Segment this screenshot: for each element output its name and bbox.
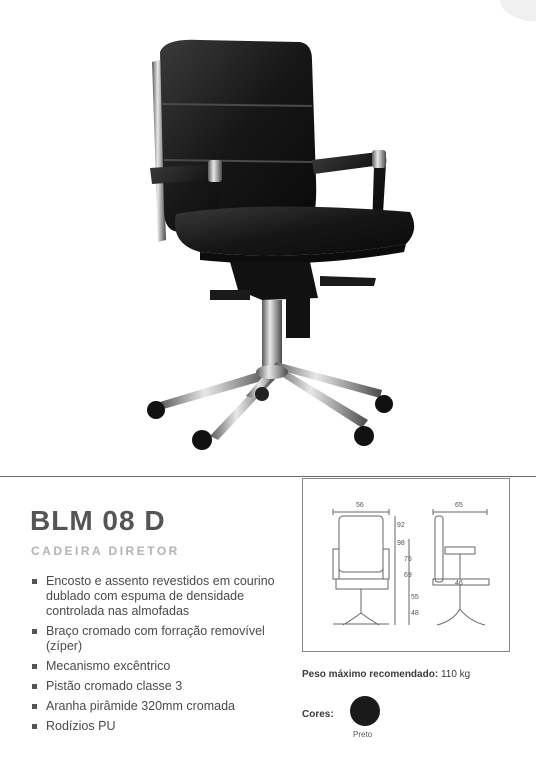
feature-item: Rodízios PU bbox=[30, 719, 280, 734]
feature-item: Pistão cromado classe 3 bbox=[30, 679, 280, 694]
color-swatch-label: Preto bbox=[353, 730, 373, 739]
bullet-icon bbox=[32, 664, 37, 669]
bullet-icon bbox=[32, 579, 37, 584]
feature-item: Mecanismo excêntrico bbox=[30, 659, 280, 674]
bullet-icon bbox=[32, 629, 37, 634]
bullet-icon bbox=[32, 684, 37, 689]
color-swatch-preto bbox=[350, 696, 380, 726]
feature-item: Aranha pirâmide 320mm cromada bbox=[30, 699, 280, 714]
dimension-diagram: 56 65 92 98 76 69 46 55 48 bbox=[302, 478, 510, 652]
product-photo bbox=[147, 0, 536, 450]
colors-label: Cores: bbox=[302, 709, 334, 720]
section-divider bbox=[0, 476, 536, 477]
dim-width-side: 65 bbox=[455, 502, 463, 509]
product-model: BLM 08 D bbox=[30, 505, 166, 536]
max-weight: Peso máximo recomendado: 110 kg bbox=[302, 669, 471, 680]
bullet-icon bbox=[32, 724, 37, 729]
dim-back-max: 98 bbox=[397, 540, 405, 547]
dim-seat-max: 48 bbox=[411, 610, 419, 617]
dim-arm-max: 69 bbox=[404, 572, 412, 579]
dim-width-front: 56 bbox=[356, 502, 364, 509]
dimension-drawing: 56 65 92 98 76 69 46 55 48 bbox=[332, 502, 490, 626]
feature-item: Braço cromado com forração removível (zí… bbox=[30, 624, 280, 654]
dim-seat-min: 55 bbox=[411, 594, 419, 601]
feature-list: Encosto e assento revestidos em courino … bbox=[30, 574, 280, 739]
chair-illustration bbox=[147, 0, 536, 450]
feature-item: Encosto e assento revestidos em courino … bbox=[30, 574, 280, 619]
bullet-icon bbox=[32, 704, 37, 709]
product-category: CADEIRA DIRETOR bbox=[31, 544, 180, 558]
dim-back-min: 92 bbox=[397, 522, 405, 529]
dim-seat-depth: 46 bbox=[455, 580, 463, 587]
dim-arm-min: 76 bbox=[404, 556, 412, 563]
